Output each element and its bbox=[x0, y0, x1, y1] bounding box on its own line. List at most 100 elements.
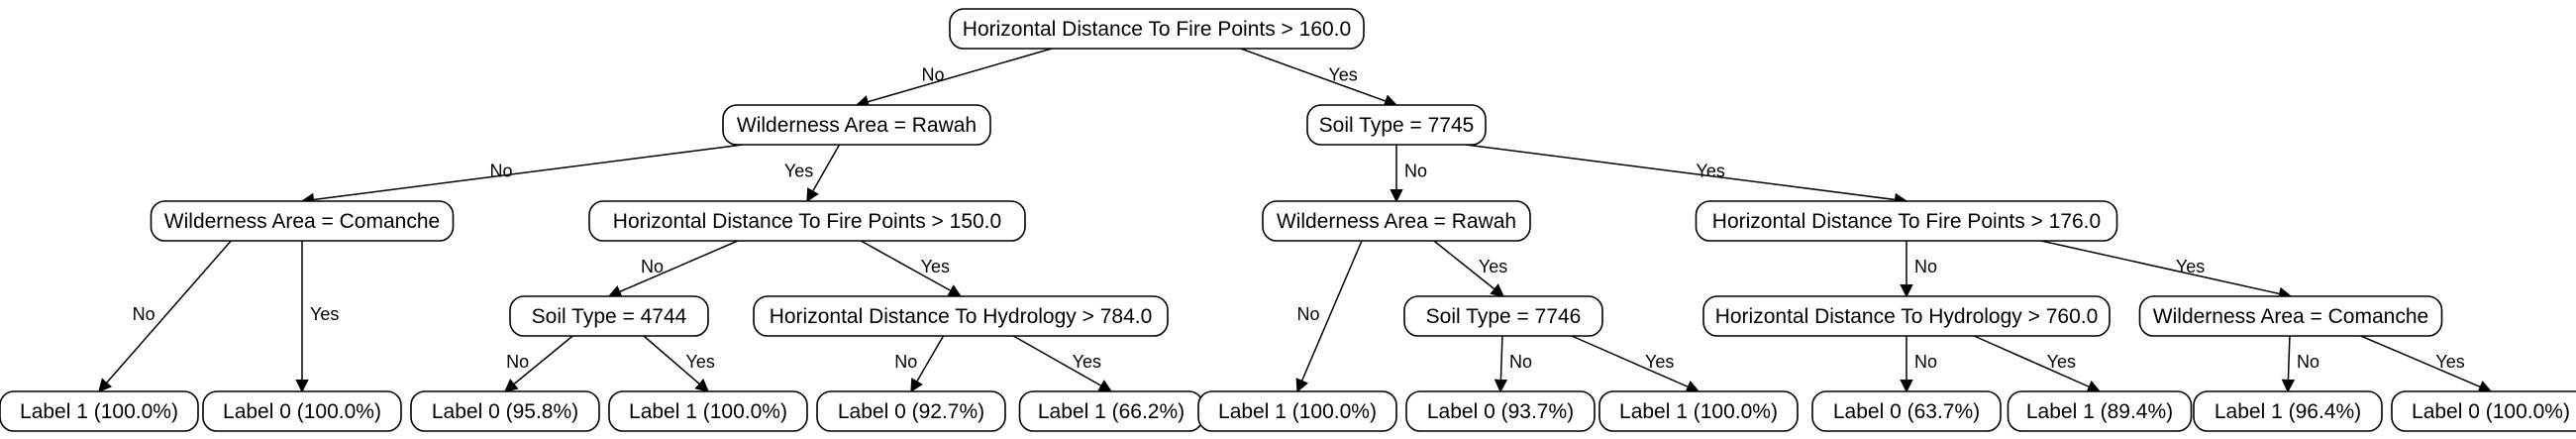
edge-label: No bbox=[2297, 352, 2319, 372]
edge-arrow bbox=[2360, 335, 2493, 393]
tree-leaf-node: Label 1 (100.0%) bbox=[0, 390, 199, 432]
node-box bbox=[2193, 390, 2383, 432]
tree-edge: No bbox=[1494, 335, 1532, 393]
edge-label: No bbox=[489, 162, 512, 181]
edge-label: No bbox=[641, 257, 664, 276]
tree-edge: No bbox=[1390, 145, 1427, 203]
tree-edge: Yes bbox=[1433, 240, 1507, 297]
tree-edge: No bbox=[855, 48, 1053, 109]
node-label: Label 0 (100.0%) bbox=[2412, 400, 2570, 423]
node-label: Label 0 (92.7%) bbox=[838, 400, 984, 423]
tree-leaf-node: Label 0 (95.8%) bbox=[410, 390, 600, 432]
tree-edge: No bbox=[1900, 336, 1937, 393]
tree-decision-node: Wilderness Area = Rawah bbox=[1262, 200, 1531, 242]
edge-label: Yes bbox=[2047, 352, 2076, 372]
node-box bbox=[722, 104, 991, 146]
edge-label: No bbox=[894, 352, 917, 372]
edge-label: No bbox=[1914, 257, 1937, 276]
node-label: Soil Type = 7745 bbox=[1319, 114, 1475, 137]
tree-leaf-node: Label 0 (93.7%) bbox=[1405, 390, 1596, 432]
tree-leaf-node: Label 0 (92.7%) bbox=[816, 390, 1006, 432]
node-box bbox=[949, 8, 1365, 50]
node-label: Label 0 (95.8%) bbox=[432, 400, 578, 423]
tree-edge: No bbox=[607, 240, 739, 298]
edge-label: Yes bbox=[1697, 162, 1725, 181]
tree-decision-node: Horizontal Distance To Hydrology > 760.0 bbox=[1702, 295, 2111, 337]
node-box bbox=[2391, 390, 2576, 432]
node-label: Horizontal Distance To Hydrology > 760.0 bbox=[1715, 305, 2099, 328]
edge-arrow bbox=[1012, 335, 1113, 392]
tree-edge: Yes bbox=[784, 144, 841, 203]
tree-leaf-node: Label 1 (89.4%) bbox=[2007, 390, 2193, 432]
edge-label: Yes bbox=[2176, 257, 2205, 276]
tree-edge: Yes bbox=[2040, 240, 2293, 300]
tree-edge: Yes bbox=[1465, 144, 1908, 207]
edge-arrow bbox=[503, 335, 573, 392]
tree-edge: No bbox=[1295, 240, 1363, 393]
node-box bbox=[1702, 295, 2111, 337]
tree-edge: Yes bbox=[1973, 335, 2102, 393]
tree-leaf-node: Label 1 (100.0%) bbox=[1197, 390, 1397, 432]
tree-decision-node: Soil Type = 4744 bbox=[509, 295, 709, 337]
edge-label: No bbox=[1404, 162, 1427, 181]
edge-arrow bbox=[1465, 144, 1908, 207]
tree-leaf-node: Label 1 (66.2%) bbox=[1018, 390, 1204, 432]
edge-arrow bbox=[2040, 240, 2293, 300]
edge-label: No bbox=[133, 304, 155, 324]
node-box bbox=[509, 295, 709, 337]
edge-arrow bbox=[1571, 335, 1700, 393]
tree-edge: Yes bbox=[2360, 335, 2493, 393]
edge-label: No bbox=[1509, 352, 1532, 372]
tree-leaf-node: Label 0 (63.7%) bbox=[1811, 390, 2002, 432]
edge-arrow bbox=[1973, 335, 2102, 393]
node-box bbox=[1811, 390, 2002, 432]
tree-decision-node: Horizontal Distance To Fire Points > 176… bbox=[1695, 200, 2118, 242]
edge-arrow bbox=[1295, 240, 1363, 393]
edge-label: No bbox=[506, 352, 529, 372]
tree-edge: Yes bbox=[1012, 335, 1113, 392]
node-label: Label 1 (100.0%) bbox=[1218, 400, 1377, 423]
tree-edge: Yes bbox=[860, 240, 963, 297]
tree-edge: No bbox=[300, 144, 744, 207]
tree-edge: No bbox=[2281, 335, 2319, 393]
node-box bbox=[1598, 390, 1799, 432]
node-label: Label 1 (66.2%) bbox=[1038, 400, 1185, 423]
node-label: Label 1 (100.0%) bbox=[20, 400, 178, 423]
node-label: Wilderness Area = Rawah bbox=[1277, 210, 1516, 233]
tree-edge: No bbox=[1900, 241, 1937, 298]
node-box bbox=[1306, 104, 1487, 146]
edge-arrow bbox=[2281, 335, 2296, 393]
edge-label: Yes bbox=[1328, 65, 1357, 85]
tree-edge: Yes bbox=[295, 241, 339, 393]
tree-decision-node: Wilderness Area = Rawah bbox=[722, 104, 991, 146]
node-box bbox=[1695, 200, 2118, 242]
edge-label: Yes bbox=[1479, 257, 1507, 276]
edge-arrow bbox=[1494, 335, 1508, 393]
tree-leaf-node: Label 1 (100.0%) bbox=[1598, 390, 1799, 432]
node-box bbox=[150, 200, 455, 242]
tree-edge: No bbox=[98, 240, 232, 393]
node-label: Label 1 (100.0%) bbox=[1619, 400, 1778, 423]
node-box bbox=[0, 390, 199, 432]
edge-arrow bbox=[806, 144, 841, 203]
node-label: Label 0 (93.7%) bbox=[1427, 400, 1574, 423]
tree-decision-node: Soil Type = 7746 bbox=[1403, 295, 1603, 337]
node-label: Label 0 (100.0%) bbox=[223, 400, 381, 423]
node-label: Label 0 (63.7%) bbox=[1833, 400, 1980, 423]
edge-arrow bbox=[300, 144, 744, 207]
edge-label: Yes bbox=[310, 304, 339, 324]
tree-decision-node: Horizontal Distance To Hydrology > 784.0 bbox=[753, 295, 1169, 337]
tree-decision-node: Soil Type = 7745 bbox=[1306, 104, 1487, 146]
node-box bbox=[410, 390, 600, 432]
node-box bbox=[1405, 390, 1596, 432]
edge-arrow bbox=[910, 335, 945, 393]
edge-arrow bbox=[643, 335, 710, 392]
node-label: Label 1 (89.4%) bbox=[2026, 400, 2173, 423]
edge-label: Yes bbox=[2435, 352, 2464, 372]
edge-label: No bbox=[1914, 352, 1937, 372]
edge-label: Yes bbox=[921, 257, 950, 276]
tree-edge: Yes bbox=[643, 335, 715, 392]
node-label: Label 1 (100.0%) bbox=[629, 400, 787, 423]
edge-arrow bbox=[607, 240, 739, 298]
